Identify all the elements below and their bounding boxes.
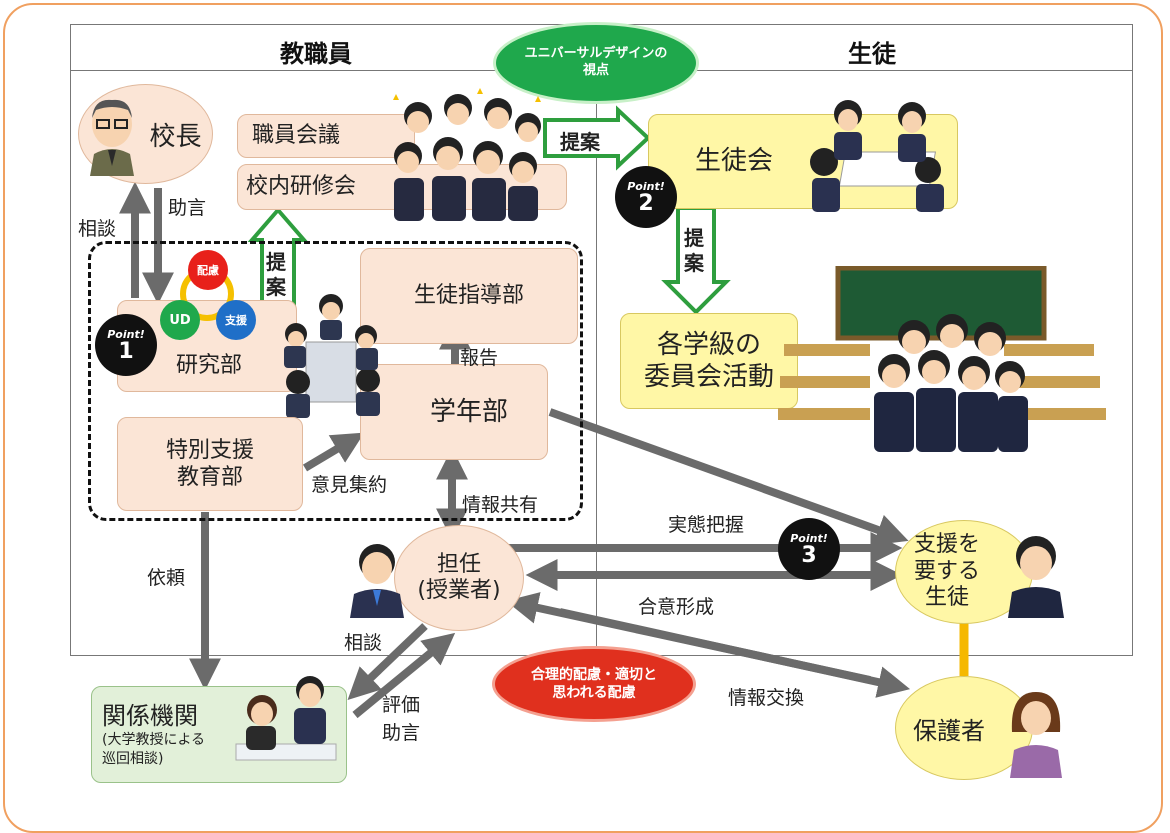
guidance-dept-box: 生徒指導部 <box>360 248 578 344</box>
proposal-down-arrow <box>661 206 731 315</box>
student-council-people-icon <box>810 100 944 212</box>
point-badge-3-number: 3 <box>801 542 817 568</box>
related-agencies-title: 関係機関 <box>102 702 198 731</box>
opinion-arrow <box>302 432 365 472</box>
research-dept-label: 研究部 <box>176 353 243 379</box>
point-badge-3: Point! 3 <box>778 518 840 580</box>
consult-teacher-arrow <box>347 623 428 700</box>
grade-dept-box: 学年部 <box>360 364 548 460</box>
guardian-node: 保護者 <box>895 676 1033 780</box>
ud-viewpoint-pill: ユニバーサルデザインの 視点 <box>493 22 699 104</box>
class-committees-box: 各学級の 委員会活動 <box>620 313 798 409</box>
cycle-support: 支援 <box>216 300 256 340</box>
consultation-people-icon <box>235 676 337 761</box>
evaluation-arrow <box>352 632 456 719</box>
evaluation-advice-label: 評価 助言 <box>382 694 421 744</box>
point-badge-1-number: 1 <box>118 338 134 364</box>
point-badge-1-label: Point! <box>107 327 145 341</box>
meeting-staff-icon <box>284 294 380 418</box>
teacher-person-icon <box>350 544 404 618</box>
guardian-person-icon <box>1010 692 1062 778</box>
grasp-situation-label: 実態把握 <box>668 514 745 536</box>
consult-label: 相談 <box>78 218 117 240</box>
info-exchange-arrow-left <box>505 592 871 684</box>
consult-teacher-label: 相談 <box>344 632 383 654</box>
proposal-right-label: 提案 <box>560 130 600 154</box>
opinion-collection-label: 意見集約 <box>311 474 388 496</box>
cycle-consideration: 配慮 <box>188 250 228 290</box>
consensus-label: 合意形成 <box>638 596 715 618</box>
cycle-ud: UD <box>160 300 200 340</box>
principal-person-icon <box>90 99 134 176</box>
point-badge-2-label: Point! <box>627 179 665 193</box>
reasonable-accommodation-pill: 合理的配慮・適切と 思われる配慮 <box>492 646 696 722</box>
principal-label: 校長 <box>149 121 202 152</box>
info-exchange-label: 情報交換 <box>728 687 805 709</box>
point-badge-1: Point! 1 <box>95 314 157 376</box>
info-sharing-label: 情報共有 <box>462 494 539 516</box>
students-header: 生徒 <box>848 40 896 68</box>
staff-meeting-box: 職員会議 <box>237 114 415 158</box>
cheering-staff-icon <box>393 88 541 221</box>
classroom-students-icon <box>778 266 1106 452</box>
point-badge-3-label: Point! <box>790 531 828 545</box>
related-agencies-sub: (大学教授による 巡回相談) <box>102 732 206 767</box>
request-label: 依頼 <box>147 567 186 589</box>
special-support-box: 特別支援 教育部 <box>117 417 303 511</box>
student-person-icon <box>1008 536 1064 618</box>
report-label: 報告 <box>460 347 499 369</box>
point-badge-2: Point! 2 <box>615 166 677 228</box>
proposal-right-arrow <box>543 105 651 171</box>
student-needing-support-node: 支援を 要する 生徒 <box>895 520 1033 624</box>
grade-to-student-arrow <box>548 408 909 546</box>
homeroom-teacher-node: 担任 (授業者) <box>394 525 524 631</box>
internal-depts-group <box>88 241 583 521</box>
point-badge-2-number: 2 <box>638 190 654 216</box>
staff-header: 教職員 <box>280 40 352 68</box>
proposal-down-label: 提 案 <box>684 226 704 275</box>
column-divider <box>596 70 597 656</box>
advice-label: 助言 <box>168 197 207 219</box>
proposal-up-label: 提 案 <box>266 250 286 299</box>
